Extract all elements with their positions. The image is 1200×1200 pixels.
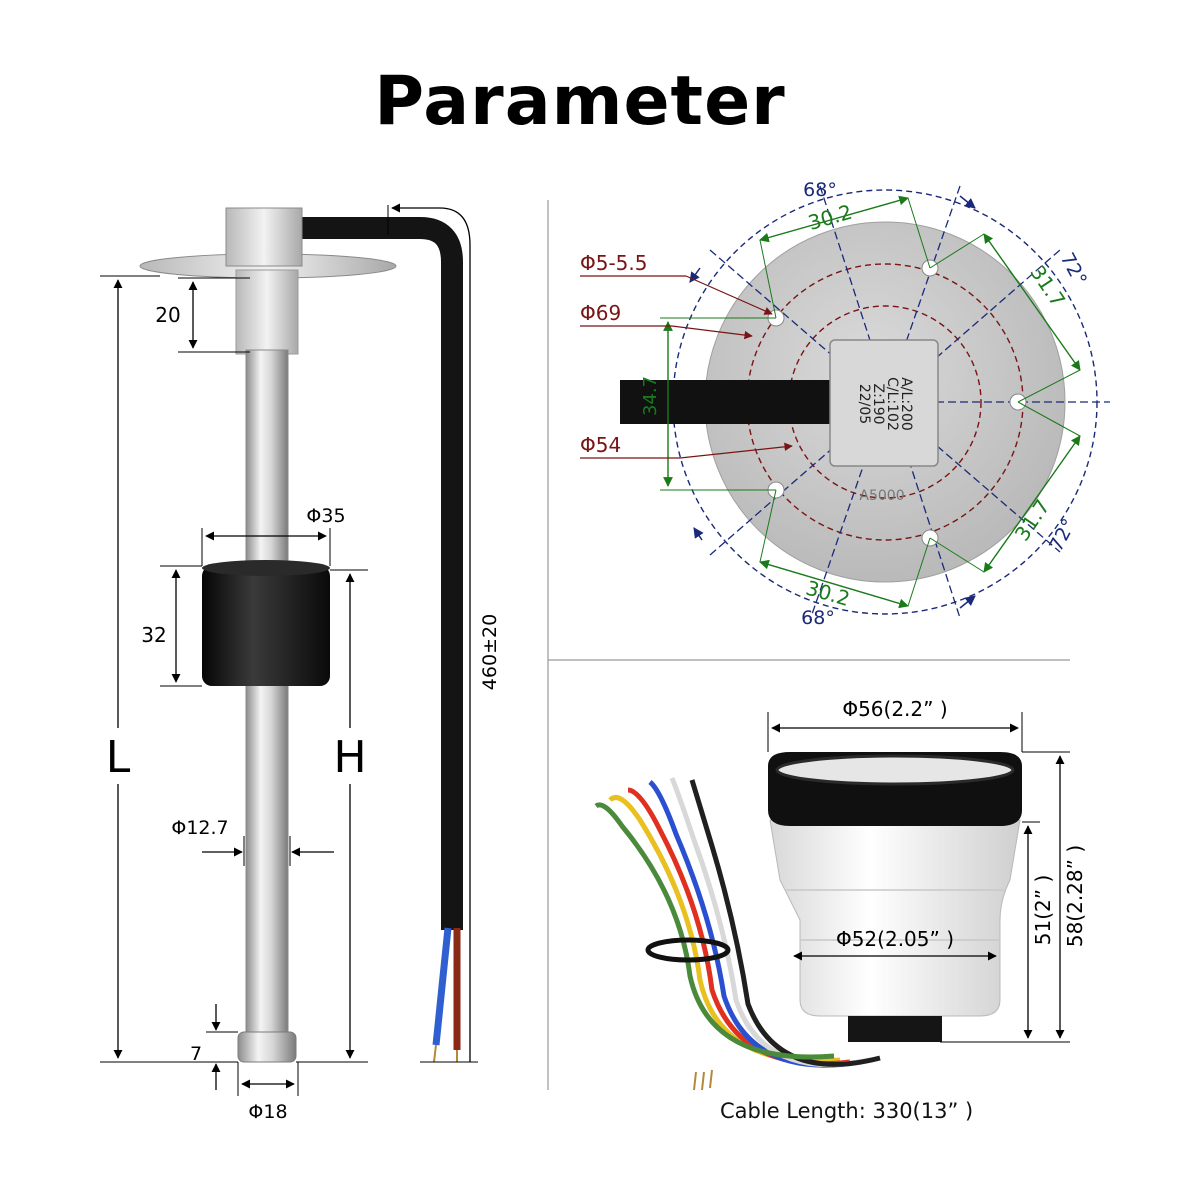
dim-hole-diameter: Φ5-5.5 [580, 251, 648, 275]
dim-body-diameter: Φ52(2.05” ) [836, 927, 954, 951]
gauge-glass [775, 754, 1015, 786]
plate-text-line: C/L:102 [884, 377, 900, 431]
dim-flange-height: 20 [155, 303, 180, 327]
flange-cable [620, 380, 834, 424]
sensor-cable [300, 217, 463, 930]
dim-body-height: 51(2” ) [1031, 875, 1055, 946]
sensor-head-block [829, 339, 939, 467]
dim-pcd-inner: Φ54 [580, 433, 621, 457]
cable-length-label: Cable Length: 330(13” ) [720, 1099, 973, 1123]
float [202, 566, 330, 686]
sensor-head [225, 207, 303, 267]
plate-text-line: Z:190 [870, 383, 886, 424]
dim-float-height: 32 [141, 623, 166, 647]
plate-text-line: A/L:200 [898, 377, 914, 431]
blue-wire [432, 927, 452, 1046]
dim-float-diameter: Φ35 [306, 505, 345, 527]
dim-end-cap-diameter: Φ18 [248, 1101, 287, 1123]
gauge-body [769, 819, 1021, 1017]
end-cap [237, 1031, 297, 1063]
dim-tube-diameter: Φ12.7 [171, 817, 228, 839]
angle-right-bottom: 72° [1045, 515, 1080, 555]
dim-bezel-diameter: Φ56(2.2” ) [842, 697, 947, 721]
gauge-rear-connector [848, 1016, 942, 1042]
level-sensor: 20 L Φ35 32 H Φ12.7 7 [100, 203, 501, 1123]
plate-text-line: 22/05 [856, 384, 872, 424]
page-title: Parameter [374, 62, 786, 141]
dim-cable-length: 460±20 [479, 614, 501, 690]
dim-pcd-outer: Φ69 [580, 301, 621, 325]
flange-diagram: A/L:200 C/L:102 Z:190 22/05 A5000 34.7 3… [580, 179, 1110, 629]
angle-top: 68° [803, 179, 837, 201]
sensor-tube [245, 349, 289, 1041]
plate-model: A5000 [859, 488, 904, 504]
dim-end-cap-height: 7 [190, 1043, 202, 1065]
sensor-neck [235, 269, 299, 355]
dim-total-height: 58(2.28” ) [1063, 845, 1087, 947]
dim-hole-offset: 34.7 [640, 376, 661, 416]
angle-bottom: 68° [801, 607, 835, 629]
chord-bottom: 30.2 [803, 576, 852, 611]
dim-length: L [106, 732, 131, 783]
gauge-diagram: Φ56(2.2” ) Φ52(2.05” ) 51(2” ) 58(2.28” … [594, 697, 1087, 1123]
dim-float-position: H [333, 732, 366, 783]
